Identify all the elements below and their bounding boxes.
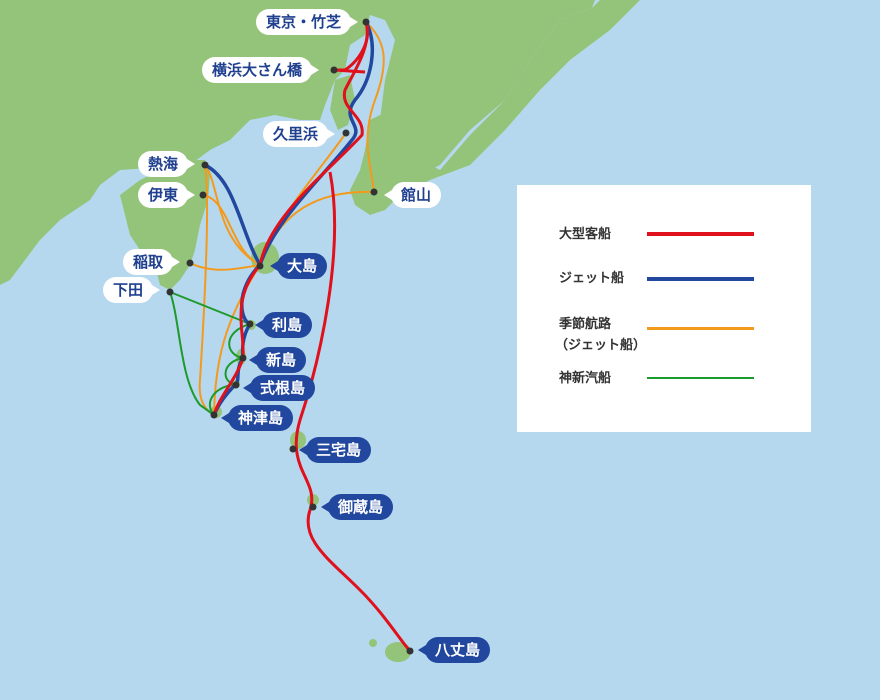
legend-large-ship-swatch xyxy=(647,232,754,236)
route-niijima-shikine xyxy=(224,357,244,385)
route-toshima-niijima xyxy=(228,323,251,359)
route-ito-oshima xyxy=(202,194,261,266)
legend-shinshin-label: 神新汽船 xyxy=(559,371,612,386)
route-atami-kozushima xyxy=(198,164,215,416)
route-large-hachijo xyxy=(294,171,412,653)
dot-kurihama xyxy=(342,129,350,137)
port-label-yokohama[interactable]: 横浜大さん橋 xyxy=(202,57,320,83)
hachijojima-island xyxy=(385,642,411,662)
legend-large-ship-label: 大型客船 xyxy=(559,227,612,242)
port-label-tateyama[interactable]: 館山 xyxy=(383,182,442,208)
dot-hachijojima xyxy=(406,647,414,655)
miyakejima-island xyxy=(290,431,306,449)
port-label-kozushima[interactable]: 神津島 xyxy=(220,405,294,431)
dot-mikurajima xyxy=(309,503,317,511)
route-jet-tokyo-oshima xyxy=(258,21,374,266)
port-label-tokyo[interactable]: 東京・竹芝 xyxy=(256,9,359,35)
dot-niijima xyxy=(239,354,247,362)
dot-tateyama xyxy=(370,188,378,196)
port-label-atami[interactable]: 熱海 xyxy=(138,151,196,177)
port-label-oshima[interactable]: 大島 xyxy=(269,253,328,279)
dot-toshima xyxy=(246,320,254,328)
route-tokyo-tateyama xyxy=(365,21,385,193)
dot-atami xyxy=(201,161,209,169)
legend-shinshin-swatch xyxy=(647,377,754,379)
port-label-shimoda[interactable]: 下田 xyxy=(103,277,161,303)
port-label-mikurajima[interactable]: 御蔵島 xyxy=(320,494,394,520)
legend-box: 大型客船 ジェット船 季節航路 （ジェット船） 神新汽船 xyxy=(517,185,811,432)
port-label-kurihama[interactable]: 久里浜 xyxy=(263,121,336,147)
legend-seasonal-label-1: 季節航路 xyxy=(559,317,612,332)
dot-oshima xyxy=(256,262,264,270)
port-label-ito[interactable]: 伊東 xyxy=(138,182,196,208)
port-label-hachijojima[interactable]: 八丈島 xyxy=(417,637,491,663)
dot-miyakejima xyxy=(289,445,297,453)
miura-peninsula xyxy=(330,75,355,130)
honshu-land xyxy=(0,0,595,285)
port-dots xyxy=(166,18,414,655)
dot-inatori xyxy=(186,259,194,267)
dot-shimoda xyxy=(166,288,174,296)
boso-peninsula xyxy=(350,0,640,215)
port-label-shikinejima[interactable]: 式根島 xyxy=(242,375,316,401)
route-shimoda-toshima xyxy=(169,291,251,325)
dot-yokohama xyxy=(330,66,338,74)
port-label-inatori[interactable]: 稲取 xyxy=(123,249,181,275)
dot-kozushima xyxy=(210,411,218,419)
legend-jet-ship-label: ジェット船 xyxy=(559,271,625,286)
route-inatori-oshima xyxy=(189,262,261,271)
legend-seasonal-swatch xyxy=(647,327,754,330)
legend-seasonal-label-2: （ジェット船） xyxy=(555,338,647,353)
dot-tokyo xyxy=(362,18,370,26)
port-label-miyakejima[interactable]: 三宅島 xyxy=(298,437,372,463)
port-label-toshima[interactable]: 利島 xyxy=(254,312,313,338)
route-jet-atami-oshima xyxy=(204,163,262,266)
port-label-niijima[interactable]: 新島 xyxy=(248,347,307,373)
route-shimoda-kozushima xyxy=(169,291,215,416)
dot-shikinejima xyxy=(232,381,240,389)
hachijo-kojima-island xyxy=(369,639,377,647)
legend-jet-ship-swatch xyxy=(647,277,754,281)
dot-ito xyxy=(199,191,207,199)
